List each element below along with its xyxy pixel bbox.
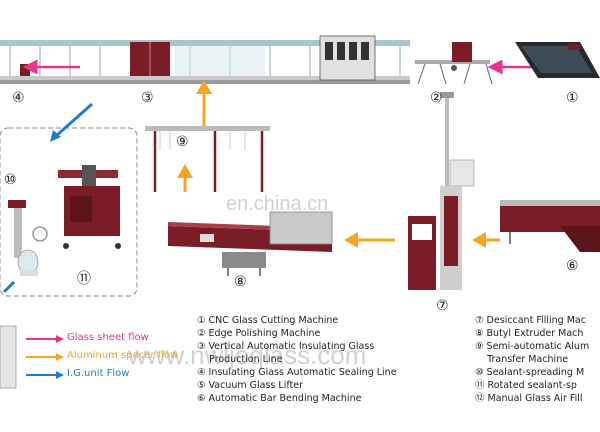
legend-item-6: ⑥ Automatic Bar Bending Machine [197,393,362,404]
machine-3-insulating-glass-line [0,35,410,84]
legend-item-12: ⑫ Manual Glass Air Fill [475,393,583,404]
station-label-1: ① [566,90,579,106]
station-label-8: ⑧ [234,274,247,290]
machine-1-cnc-cutting [515,42,600,78]
watermark-en-china: en.china.cn [226,193,329,215]
flow-legend-panel [0,325,17,389]
station-label-2: ② [430,90,443,106]
machine-10-sealant-spreading [8,200,48,276]
station-label-6: ⑥ [566,258,579,274]
machine-9-spacer-transfer [145,126,270,192]
station-label-11: ⑪ [77,271,91,287]
legend-item-9: ⑨ Semi-automatic Alum [475,341,590,352]
legend-item-3-cont: Production Line [197,354,283,365]
legend-item-10: ⑩ Sealant-spreading M [475,367,585,378]
legend-item-2: ② Edge Polishing Machine [197,328,321,339]
legend-item-1: ① CNC Glass Cutting Machine [197,315,339,326]
machine-2-edge-polishing [415,42,493,85]
watermark-site: www.nwljoqlass.com [128,340,367,370]
machine-11-rotated-sealant-spreading [58,165,121,249]
ig-unit-station-box [0,127,138,297]
station-label-10: ⑩ [4,172,17,188]
legend-ig-flow: I.G.unit Flow [67,368,130,379]
legend-spacer-flow: Aluminum spacer flow [67,350,179,361]
machine-8-butyl-extruder [168,211,333,276]
legend-item-11: ⑪ Rotated sealant-sp [475,380,577,391]
station-label-9: ⑨ [176,134,189,150]
legend-item-8: ⑧ Butyl Extruder Mach [475,328,584,339]
ig-flow-arrow-1 [55,102,93,138]
legend-glass-flow: Glass sheet flow [67,332,149,343]
ig-flow-arrow-2 [2,280,16,294]
legend-item-5: ⑤ Vacuum Glass Lifter [197,380,303,391]
machine-6-bar-bending [500,200,600,252]
station-label-7: ⑦ [436,298,449,314]
machine-7-desiccant-filling [408,92,475,290]
legend-item-9-cont: Transfer Machine [475,354,569,365]
legend-item-4: ④ Insulating Glass Automatic Sealing Lin… [197,367,397,378]
station-label-4: ④ [12,90,25,106]
legend-item-3: ③ Vertical Automatic Insulating Glass [197,341,375,352]
legend-item-7: ⑦ Desiccant Filling Mac [475,315,586,326]
station-label-3: ③ [141,90,154,106]
